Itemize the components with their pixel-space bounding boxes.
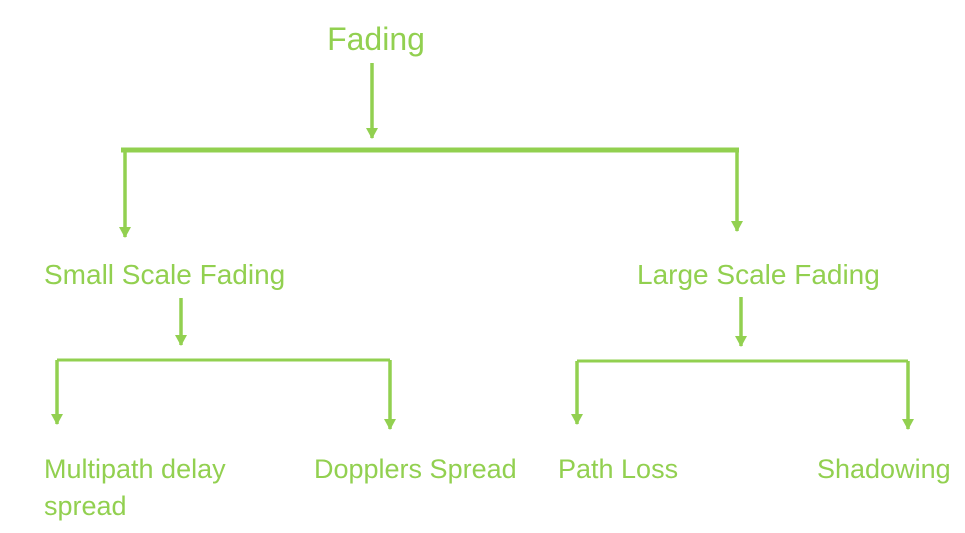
node-small-scale-fading: Small Scale Fading: [44, 259, 286, 290]
node-path-loss: Path Loss: [558, 454, 679, 484]
node-large-scale-fading: Large Scale Fading: [637, 259, 880, 290]
node-dopplers-spread: Dopplers Spread: [314, 454, 517, 484]
node-fading: Fading: [327, 21, 425, 57]
node-shadowing: Shadowing: [817, 454, 951, 484]
node-multipath-delay-spread: Multipath delay spread: [44, 454, 226, 521]
